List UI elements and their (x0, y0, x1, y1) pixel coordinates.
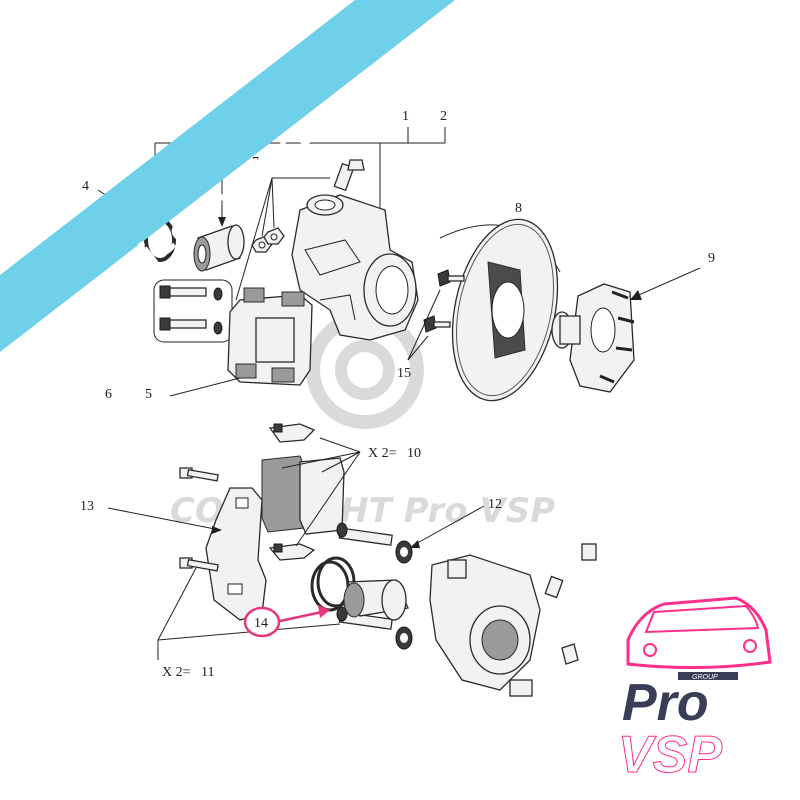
callout-8: 8 (515, 201, 522, 216)
anti-rattle-clips-part (268, 423, 316, 561)
wheel-hub-part (551, 267, 701, 393)
callout-10: X 2= 10 (368, 446, 421, 461)
wheel-bearing-part (193, 224, 245, 272)
callout-11: X 2= 11 (162, 665, 215, 680)
provsp-logo: GROUP Pro VSP (618, 596, 772, 785)
brake-pads-part (261, 437, 361, 547)
caliper-bolts-box (153, 279, 233, 343)
callout-1: 1 (402, 109, 409, 124)
logo-pro-text: Pro (622, 674, 709, 732)
callout-4: 4 (82, 179, 89, 194)
logo-group-text: GROUP (692, 674, 718, 681)
caliper-body-part (429, 554, 541, 697)
callout-12: 12 (488, 497, 502, 512)
callout-14: 14 (254, 616, 268, 631)
bleeder-screw-part (544, 543, 597, 665)
dust-boots-part (395, 505, 485, 650)
callout-5: 5 (145, 387, 152, 402)
callout-6: 6 (105, 387, 112, 402)
brake-caliper-top-part (169, 287, 313, 397)
logo-vsp-text: VSP (618, 726, 722, 784)
callout-2: 2 (440, 109, 447, 124)
disc-screws-part (407, 269, 465, 361)
brake-disc-part (451, 218, 559, 402)
callout-15: 15 (397, 366, 411, 381)
callout-7: 7 (252, 155, 259, 170)
callout-labels: 1 2 3 4 5 6 7 8 9 X 2= 10 X 2= 11 12 13 … (80, 109, 715, 680)
callout-9: 9 (708, 251, 715, 266)
steering-knuckle-part (291, 194, 419, 341)
nuts-part (235, 177, 330, 301)
callout-13: 13 (80, 499, 94, 514)
top-bolt-part (333, 159, 365, 192)
piston-part (343, 579, 409, 621)
highlight-callout-14 (243, 605, 330, 638)
